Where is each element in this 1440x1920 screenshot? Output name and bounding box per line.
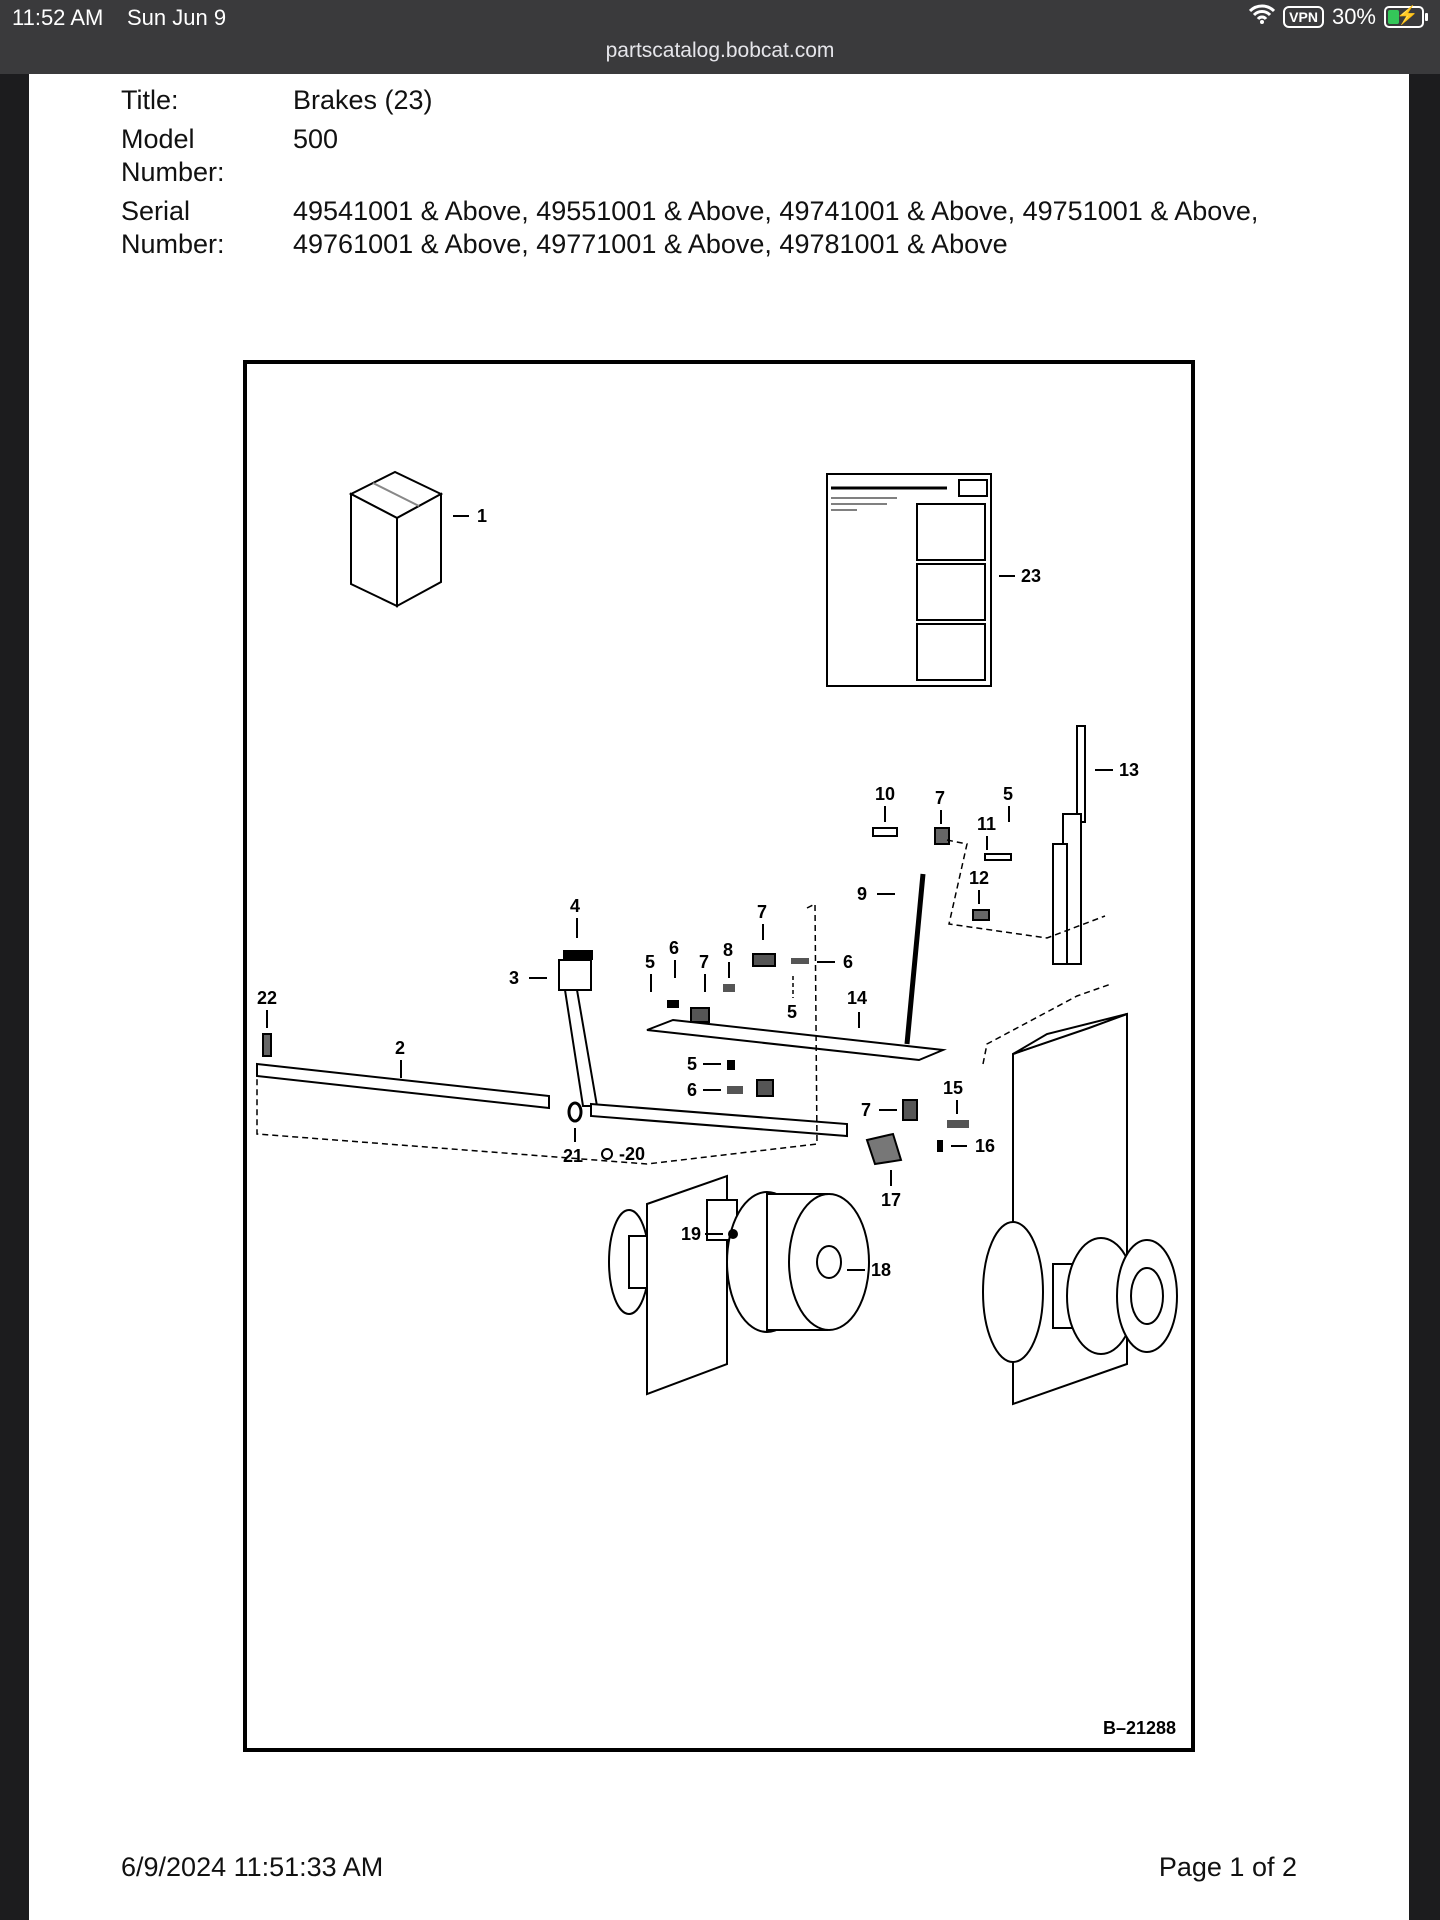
title-value: Brakes (23)	[293, 85, 433, 115]
callout-18: 18	[871, 1260, 891, 1280]
clevis-part-7-d	[902, 1099, 918, 1121]
model-value: 500	[293, 124, 339, 154]
left-axle-housing	[608, 1174, 738, 1396]
brake-drum-part-18	[726, 1191, 870, 1333]
document-metadata: Title: Brakes (23) Model Number: 500 Ser…	[121, 84, 1293, 267]
status-right: VPN 30% ⚡	[1249, 4, 1428, 30]
battery-percent: 30%	[1331, 4, 1376, 29]
bolt-part-6-b	[791, 958, 809, 964]
pin-part-16	[937, 1140, 943, 1152]
callout-20: -20	[619, 1144, 645, 1164]
callout-23: 23	[1021, 566, 1041, 586]
pedal-pad-part-4	[563, 950, 593, 960]
callout-7-top: 7	[935, 788, 945, 808]
callout-6-a: 6	[669, 938, 679, 958]
callout-22: 22	[257, 988, 277, 1008]
callout-8: 8	[723, 940, 733, 960]
bolt-part-6-c	[727, 1086, 743, 1094]
fitting-part-19	[728, 1229, 738, 1239]
callout-11: 11	[977, 814, 996, 834]
washer-part-21	[567, 1101, 583, 1123]
url-text: partscatalog.bobcat.com	[605, 39, 835, 62]
battery-icon: ⚡	[1384, 5, 1428, 28]
callout-6-b: 6	[843, 952, 853, 972]
callout-2: 2	[395, 1038, 405, 1058]
callout-5-a: 5	[645, 952, 655, 972]
bolt-part-5-a	[667, 1000, 679, 1008]
serial-row: Serial Number: 49541001 & Above, 4955100…	[121, 195, 1293, 261]
wifi-icon	[1249, 4, 1276, 30]
callout-15: 15	[943, 1078, 963, 1098]
callout-3: 3	[509, 968, 519, 988]
bolt-part-5-c	[727, 1060, 735, 1070]
callout-1: 1	[477, 506, 487, 526]
callout-13: 13	[1119, 760, 1139, 780]
model-label: Model Number:	[121, 124, 225, 187]
callout-14: 14	[847, 988, 867, 1008]
clevis-part-7-b	[752, 953, 776, 967]
callout-4: 4	[570, 896, 580, 916]
title-label: Title:	[121, 85, 179, 115]
hand-lever-part-13	[1052, 725, 1086, 965]
title-row: Title: Brakes (23)	[121, 84, 1293, 117]
callout-5-b: 5	[787, 1002, 797, 1022]
bolt-part-15	[947, 1120, 969, 1128]
bolt-part-11	[984, 853, 1012, 861]
parts-diagram: 1 23 13	[243, 360, 1195, 1752]
brake-pedal-part-3	[558, 959, 599, 1107]
status-time: 11:52 AM	[12, 5, 104, 30]
callout-9: 9	[857, 884, 867, 904]
document-page: Title: Brakes (23) Model Number: 500 Ser…	[29, 74, 1409, 1920]
clevis-part-7-top	[934, 827, 950, 845]
serial-label: Serial Number:	[121, 196, 225, 259]
box-part-1	[348, 470, 444, 608]
callout-17: 17	[881, 1190, 901, 1210]
model-row: Model Number: 500	[121, 123, 1293, 189]
fitting-part-20	[601, 1148, 613, 1160]
callout-5-c: 5	[687, 1054, 697, 1074]
rod-part-9	[904, 873, 926, 1045]
pin-part-10	[872, 827, 898, 837]
bolt-part-22	[262, 1033, 272, 1057]
callout-10: 10	[875, 784, 895, 804]
serial-value: 49541001 & Above, 49551001 & Above, 4974…	[293, 196, 1259, 259]
cross-shaft-part-2	[256, 1062, 550, 1110]
print-timestamp: 6/9/2024 11:51:33 AM	[121, 1852, 384, 1882]
pin-part-8	[723, 984, 735, 992]
address-bar[interactable]: partscatalog.bobcat.com	[0, 38, 1440, 74]
instruction-sheet-part-23	[826, 473, 992, 687]
callout-7-b: 7	[757, 902, 767, 922]
callout-7-d: 7	[861, 1100, 871, 1120]
callout-19: 19	[681, 1224, 701, 1244]
callout-12: 12	[969, 868, 989, 888]
callout-21: 21	[563, 1146, 583, 1166]
mounting-plate-part-14	[646, 1018, 947, 1062]
drawing-id-label: B–21288	[1103, 1718, 1176, 1738]
callout-7-a: 7	[699, 952, 709, 972]
callout-16: 16	[975, 1136, 995, 1156]
clevis-part-7-a	[690, 1007, 710, 1023]
brake-exploded-view: 1 23 13	[256, 470, 1178, 1738]
bracket-part-17	[865, 1132, 903, 1166]
right-axle-housing	[982, 1012, 1178, 1406]
pedal-arm-bar	[590, 1102, 848, 1138]
vpn-badge: VPN	[1283, 6, 1324, 28]
callout-5-top: 5	[1003, 784, 1013, 804]
status-bar: 11:52 AM Sun Jun 9 VPN 30% ⚡	[0, 0, 1440, 38]
status-date: Sun Jun 9	[127, 5, 227, 30]
clevis-part-7-c	[756, 1079, 774, 1097]
callout-6-c: 6	[687, 1080, 697, 1100]
nut-part-12	[972, 909, 990, 921]
page-indicator: Page 1 of 2	[1158, 1852, 1297, 1882]
